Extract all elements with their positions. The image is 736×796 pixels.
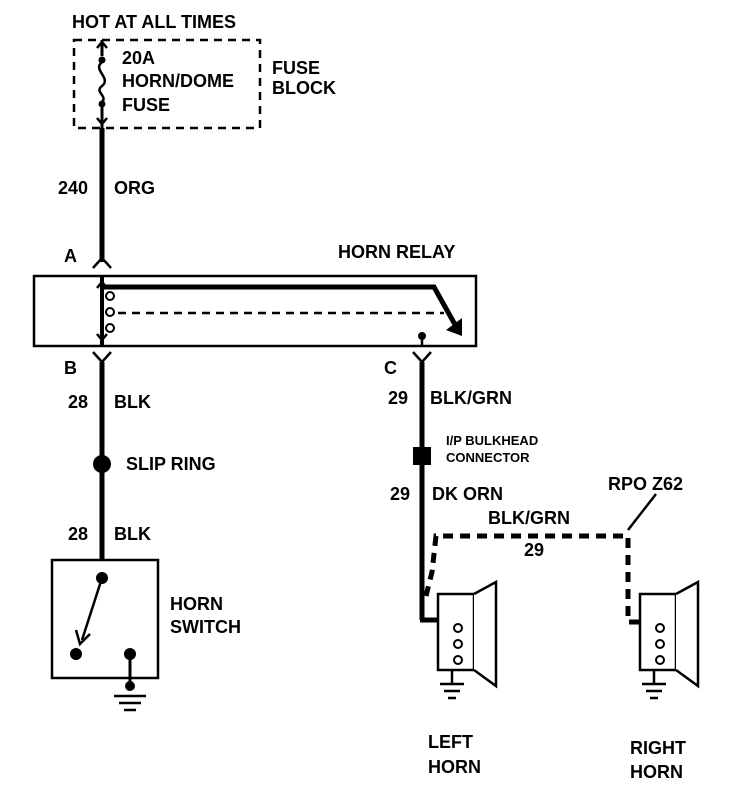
left-horn-label-1: LEFT [428,732,473,752]
terminal-a-connector [92,256,112,269]
right-horn-label-2: HORN [630,762,683,782]
left-horn-label-2: HORN [428,757,481,777]
horn-switch-label-1: HORN [170,594,223,614]
terminal-a-label: A [64,246,77,266]
rpo-label: RPO Z62 [608,474,683,494]
fuse-block-label-1: FUSE [272,58,320,78]
wire-29-dk-orn-number: 29 [390,484,410,504]
wire-240-color: ORG [114,178,155,198]
slip-ring-label: SLIP RING [126,454,216,474]
wire-28-lower-color: BLK [114,524,151,544]
horn-switch-ground-icon [114,681,146,712]
horn-relay-box [32,274,478,348]
slip-ring-dot [93,455,111,473]
bulkhead-label-1: I/P BULKHEAD [446,433,538,448]
optional-wire-number: 29 [524,540,544,560]
wire-29-color: BLK/GRN [430,388,512,408]
terminal-c-connector [412,351,432,364]
horn-relay-label: HORN RELAY [338,242,455,262]
fuse-type: FUSE [122,95,170,115]
fuse-rating: 20A [122,48,155,68]
fuse-name: HORN/DOME [122,71,234,91]
bulkhead-connector [413,447,431,465]
wire-28-upper-number: 28 [68,392,88,412]
terminal-b-label: B [64,358,77,378]
wire-28-lower-number: 28 [68,524,88,544]
wire-29-optional [423,533,642,625]
fuse-block-box [72,38,262,130]
horn-switch-box [50,558,160,680]
horn-switch-contacts [70,572,136,690]
optional-wire-color: BLK/GRN [488,508,570,528]
fuse-block-label-2: BLOCK [272,78,336,98]
wire-29-number: 29 [388,388,408,408]
power-source-label: HOT AT ALL TIMES [72,12,236,32]
terminal-b-connector [92,351,112,364]
terminal-c-label: C [384,358,397,378]
wire-240-number: 240 [58,178,88,198]
bulkhead-label-2: CONNECTOR [446,450,530,465]
fuse-symbol [96,40,108,128]
rpo-leader-line [627,493,657,531]
left-horn-icon [436,579,498,700]
wire-28-upper-color: BLK [114,392,151,412]
relay-contact [102,284,462,346]
right-horn-icon [638,579,700,700]
wire-29-dk-orn-color: DK ORN [432,484,503,504]
horn-switch-label-2: SWITCH [170,617,241,637]
right-horn-label-1: RIGHT [630,738,686,758]
